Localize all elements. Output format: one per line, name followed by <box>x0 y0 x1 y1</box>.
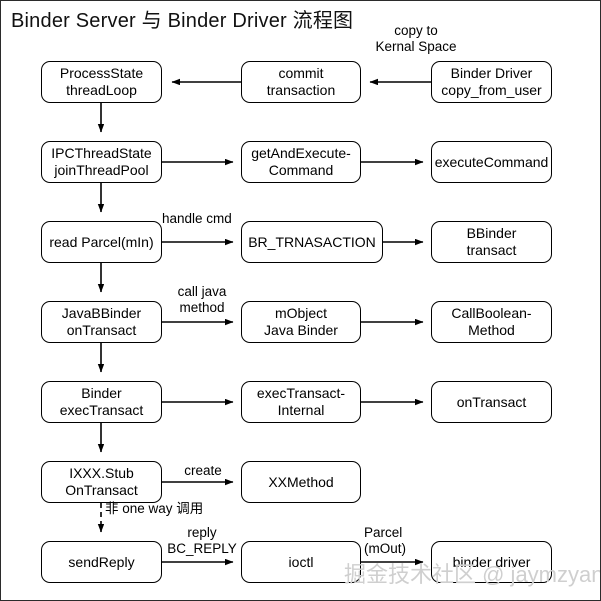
node-mobject-java-binder[interactable]: mObject Java Binder <box>241 301 361 343</box>
node-binder-exec-transact[interactable]: Binder execTransact <box>41 381 162 423</box>
edge-label-reply-bc-reply: reply BC_REPLY <box>167 525 237 556</box>
node-get-and-execute-command[interactable]: getAndExecute- Command <box>241 141 361 183</box>
page-title: Binder Server 与 Binder Driver 流程图 <box>11 10 354 32</box>
node-java-bbinder-on-transact[interactable]: JavaBBinder onTransact <box>41 301 162 343</box>
node-call-boolean-method[interactable]: CallBoolean- Method <box>431 301 552 343</box>
edge-label-handle-cmd: handle cmd <box>162 211 232 226</box>
node-xx-method[interactable]: XXMethod <box>241 461 361 503</box>
node-read-parcel[interactable]: read Parcel(mIn) <box>41 221 162 263</box>
edge-label-call-java-method: call java method <box>177 284 227 315</box>
node-send-reply[interactable]: sendReply <box>41 541 162 583</box>
node-process-state[interactable]: ProcessState threadLoop <box>41 61 162 103</box>
edge-label-parcel-mout: Parcel (mOut) <box>364 525 406 556</box>
node-on-transact[interactable]: onTransact <box>431 381 552 423</box>
node-ioctl[interactable]: ioctl <box>241 541 361 583</box>
node-commit-transaction[interactable]: commit transaction <box>241 61 361 103</box>
node-ixxx-stub-on-transact[interactable]: IXXX.Stub OnTransact <box>41 461 162 503</box>
edge-label-create: create <box>184 463 222 478</box>
node-ipc-thread-state[interactable]: IPCThreadState joinThreadPool <box>41 141 162 183</box>
edge-label-copy-to-kernal-space: copy to Kernal Space <box>375 23 457 54</box>
node-binder-driver[interactable]: binder driver <box>431 541 552 583</box>
node-execute-command[interactable]: executeCommand <box>431 141 552 183</box>
node-binder-driver-copy-from-user[interactable]: Binder Driver copy_from_user <box>431 61 552 103</box>
node-bbinder-transact[interactable]: BBinder transact <box>431 221 552 263</box>
node-exec-transact-internal[interactable]: execTransact- Internal <box>241 381 361 423</box>
node-br-trnasaction[interactable]: BR_TRNASACTION <box>241 221 383 263</box>
edge-label-non-one-way: 非 one way 调用 <box>105 501 204 516</box>
